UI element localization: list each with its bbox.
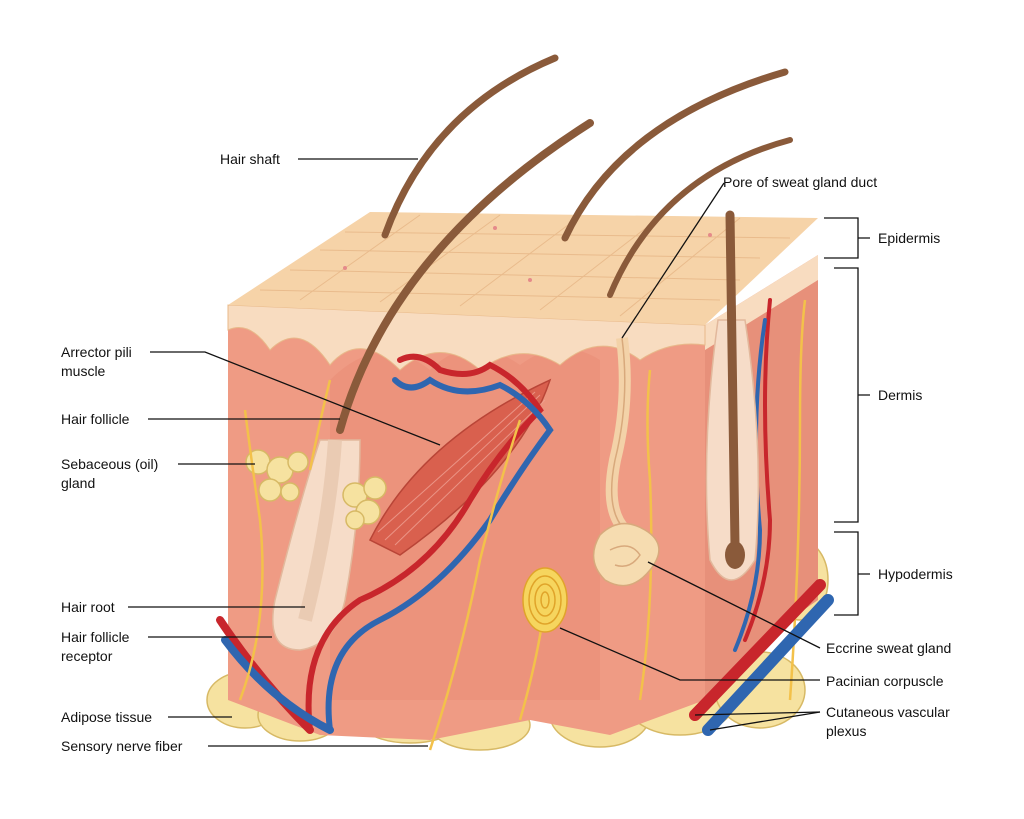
leader-lines [128, 158, 821, 747]
pacinian-corpuscle-illustration [522, 567, 568, 633]
cutaneous-vascular-plexus-illustration [689, 579, 834, 736]
nerve-fibers-illustration [238, 299, 807, 751]
leader-eccrine [647, 561, 821, 649]
epidermis-front [227, 304, 706, 371]
label-eccrine-sweat-gland: Eccrine sweat gland [826, 640, 952, 656]
layer-brackets [824, 217, 870, 616]
label-hair-follicle-receptor: Hair follicle receptor [61, 629, 130, 664]
bracket-dermis [834, 267, 870, 523]
blood-vessels-illustration [216, 298, 773, 734]
leader-pacinian [559, 627, 820, 681]
arrector-pili-muscle-illustration [368, 378, 552, 556]
right-hair-follicle-illustration [705, 210, 760, 581]
eccrine-sweat-gland-illustration [592, 337, 660, 587]
label-hair-root: Hair root [61, 599, 115, 615]
label-arrector-pili-muscle: Arrector pili muscle [61, 344, 132, 379]
leader-vascular-plexus-1 [694, 711, 821, 716]
label-pore-of-sweat-gland-duct: Pore of sweat gland duct [723, 174, 878, 190]
epidermis-top-surface [228, 212, 818, 325]
label-hair-shaft: Hair shaft [220, 151, 280, 167]
leader-pore [621, 182, 725, 339]
label-hypodermis: Hypodermis [878, 566, 953, 582]
bracket-epidermis [824, 217, 870, 259]
label-epidermis: Epidermis [878, 230, 941, 246]
label-dermis: Dermis [878, 387, 923, 403]
leader-vascular-plexus-2 [709, 711, 821, 731]
label-pacinian-corpuscle: Pacinian corpuscle [826, 673, 944, 689]
label-sebaceous-gland: Sebaceous (oil) gland [61, 456, 159, 491]
leader-arrector-pili [150, 351, 441, 446]
hair-shafts-illustration [336, 54, 793, 434]
label-cutaneous-vascular-plexus: Cutaneous vascular plexus [826, 704, 950, 739]
label-sensory-nerve-fiber: Sensory nerve fiber [61, 738, 183, 754]
bracket-hypodermis [834, 531, 870, 616]
label-adipose-tissue: Adipose tissue [61, 709, 153, 725]
label-hair-follicle: Hair follicle [61, 411, 130, 427]
